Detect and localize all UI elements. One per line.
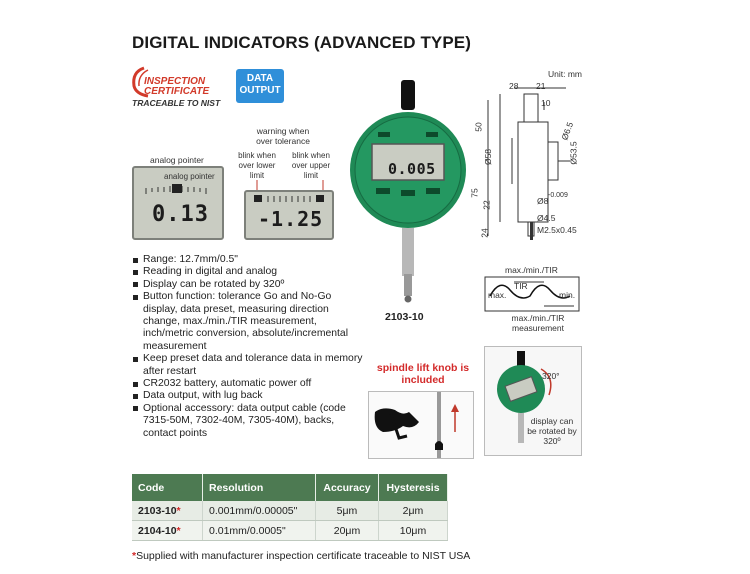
- cell-resolution: 0.001mm/0.00005": [202, 501, 316, 521]
- spindle-knob-label: spindle lift knob is included: [376, 362, 470, 386]
- cell-hysteresis: 2μm: [378, 501, 448, 521]
- footnote: *Supplied with manufacturer inspection c…: [132, 550, 470, 562]
- digital-indicator-illustration: [350, 80, 466, 303]
- tir-min-label: min.: [559, 290, 576, 300]
- features-list: Range: 12.7mm/0.5" Reading in digital an…: [133, 254, 363, 440]
- header-resolution: Resolution: [202, 474, 316, 501]
- code-value: 2103-10: [138, 504, 177, 517]
- tir-wave-diagram: [484, 276, 580, 312]
- cert-line1: INSPECTION: [144, 76, 206, 87]
- tir-title: max./min./TIR: [505, 265, 558, 275]
- feature-item: Display can be rotated by 320º: [133, 279, 363, 291]
- dim-22: 22: [481, 200, 492, 210]
- page-title: DIGITAL INDICATORS (ADVANCED TYPE): [132, 33, 472, 52]
- tolerance-warning-caption: warning when over tolerance: [256, 126, 310, 146]
- dim-53-5: Ø53.5: [568, 141, 579, 165]
- table-row: 2104-10* 0.01mm/0.0005" 20μm 10μm: [132, 520, 448, 541]
- spindle-knob-icon: [374, 392, 459, 458]
- feature-item: Keep preset data and tolerance data in m…: [133, 353, 363, 378]
- table-row: 2103-10* 0.001mm/0.00005" 5μm 2μm: [132, 501, 448, 521]
- dim-50: 50: [473, 122, 484, 132]
- dim-58: Ø58: [483, 148, 494, 166]
- upper-limit-label: blink when over upper limit: [291, 151, 331, 180]
- table-header-row: Code Resolution Accuracy Hysteresis: [132, 474, 448, 501]
- analog-pointer-label: analog pointer: [164, 172, 215, 181]
- drawing-unit-label: Unit: mm: [548, 69, 582, 79]
- rotation-photo: [484, 346, 582, 456]
- tir-caption: max./min./TIR measurement: [511, 313, 565, 333]
- dim-28: 28: [509, 81, 519, 91]
- rotation-angle-label: 320°: [542, 371, 560, 381]
- feature-item: Button function: tolerance Go and No-Go …: [133, 291, 363, 353]
- footnote-text: Supplied with manufacturer inspection ce…: [136, 550, 471, 562]
- inspection-certificate-logo: INSPECTION CERTIFICATE TRACEABLE TO NIST: [130, 66, 230, 108]
- asterisk-mark: *: [176, 504, 181, 517]
- tolerance-lcd-panel: -1.25: [244, 190, 334, 240]
- spec-table: Code Resolution Accuracy Hysteresis 2103…: [132, 474, 448, 541]
- tolerance-reading: -1.25: [258, 207, 324, 231]
- feature-item: Optional accessory: data output cable (c…: [133, 403, 363, 440]
- tolerance-scale-icon: [254, 195, 324, 202]
- dim-8-tolerance: -0.009: [548, 192, 568, 199]
- rotated-gauge-icon: [497, 351, 552, 443]
- analog-pointer-caption: analog pointer: [150, 155, 204, 165]
- code-value: 2104-10: [138, 524, 177, 537]
- analog-scale-icon: [145, 184, 207, 194]
- dim-m2-5: M2.5x0.45: [537, 225, 577, 235]
- cell-code: 2103-10*: [132, 501, 203, 521]
- feature-item: Reading in digital and analog: [133, 266, 363, 278]
- dim-21: 21: [536, 81, 546, 91]
- rotation-caption: display can be rotated by 320º: [527, 416, 577, 446]
- cert-line2: CERTIFICATE: [144, 86, 210, 97]
- dim-8: Ø8: [537, 196, 549, 206]
- lower-limit-label: blink when over lower limit: [238, 151, 276, 180]
- gauge-model-label: 2103-10: [385, 311, 424, 323]
- cell-hysteresis: 10μm: [378, 520, 448, 541]
- gauge-display-reading: 0.005: [388, 160, 436, 178]
- spindle-knob-photo: [368, 391, 474, 459]
- asterisk-mark: *: [176, 524, 181, 537]
- cell-code: 2104-10*: [132, 520, 203, 541]
- tir-label: TIR: [514, 281, 528, 291]
- cell-accuracy: 20μm: [315, 520, 379, 541]
- feature-item: CR2032 battery, automatic power off: [133, 378, 363, 390]
- dim-75: 75: [469, 188, 480, 198]
- header-code: Code: [132, 474, 203, 501]
- dim-10: 10: [541, 98, 551, 108]
- badge-line1: DATA: [246, 73, 274, 84]
- header-accuracy: Accuracy: [315, 474, 379, 501]
- certificate-swoosh-icon: [132, 66, 149, 98]
- cell-accuracy: 5μm: [315, 501, 379, 521]
- dim-24: 24: [479, 228, 490, 238]
- analog-reading: 0.13: [152, 202, 209, 227]
- feature-item: Data output, with lug back: [133, 390, 363, 402]
- header-hysteresis: Hysteresis: [378, 474, 448, 501]
- feature-item: Range: 12.7mm/0.5": [133, 254, 363, 266]
- footnote-asterisk: *: [132, 550, 137, 562]
- dim-4-5: Ø4.5: [537, 213, 556, 223]
- cell-resolution: 0.01mm/0.0005": [202, 520, 316, 541]
- data-output-badge: DATA OUTPUT: [236, 69, 284, 103]
- tir-max-label: max.: [488, 290, 507, 300]
- cert-line3: TRACEABLE TO NIST: [132, 98, 221, 108]
- badge-line2: OUTPUT: [239, 85, 281, 96]
- dimension-drawing: [487, 87, 570, 240]
- analog-lcd-panel: analog pointer 0.13: [132, 166, 224, 240]
